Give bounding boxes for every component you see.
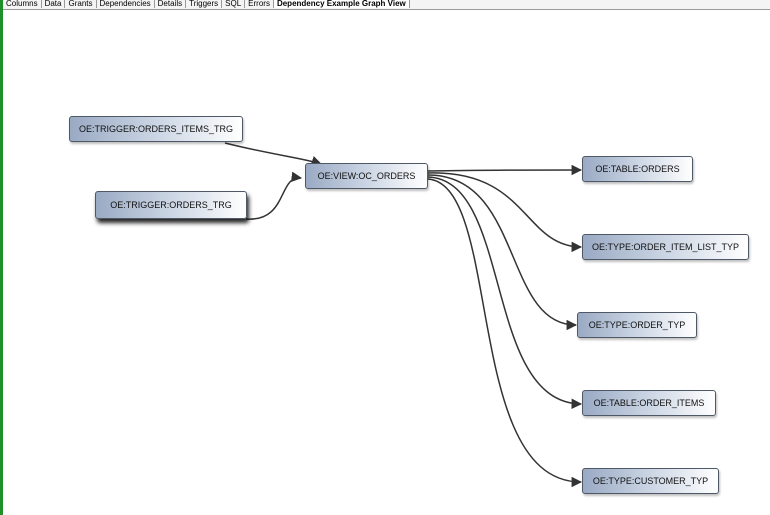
edge-view-to-customer-typ xyxy=(427,178,583,488)
edge-view-to-order-item-list-typ xyxy=(427,172,583,253)
graph-edges xyxy=(224,142,583,488)
tab-details[interactable]: Details xyxy=(155,0,187,8)
tab-dependency-graph-view[interactable]: Dependency Example Graph View xyxy=(273,0,410,8)
edge-trigger-items-to-view xyxy=(224,142,322,166)
tab-errors[interactable]: Errors xyxy=(245,0,274,8)
node-type-order[interactable]: OE:TYPE:ORDER_TYP xyxy=(577,312,697,338)
edge-view-to-order-items xyxy=(427,176,583,410)
edge-view-to-table-orders xyxy=(427,164,583,176)
tab-columns[interactable]: Columns xyxy=(3,0,42,8)
left-border xyxy=(0,0,3,515)
node-trigger-orders[interactable]: OE:TRIGGER:ORDERS_TRG xyxy=(95,191,247,219)
node-trigger-orders-items[interactable]: OE:TRIGGER:ORDERS_ITEMS_TRG xyxy=(69,116,243,142)
tab-triggers[interactable]: Triggers xyxy=(186,0,223,8)
edge-trigger-orders-to-view xyxy=(245,171,303,220)
node-type-order-item-list[interactable]: OE:TYPE:ORDER_ITEM_LIST_TYP xyxy=(582,234,749,260)
tab-dependencies[interactable]: Dependencies xyxy=(97,0,155,8)
graph-canvas: OE:TRIGGER:ORDERS_ITEMS_TRG OE:TRIGGER:O… xyxy=(3,10,770,515)
node-table-order-items[interactable]: OE:TABLE:ORDER_ITEMS xyxy=(582,390,716,416)
edge-view-to-order-typ xyxy=(427,174,578,331)
node-type-customer[interactable]: OE:TYPE:CUSTOMER_TYP xyxy=(582,468,719,494)
tab-grants[interactable]: Grants xyxy=(65,0,97,8)
tab-data[interactable]: Data xyxy=(42,0,66,8)
node-view-oc-orders[interactable]: OE:VIEW:OC_ORDERS xyxy=(305,163,428,189)
tab-bar: Columns Data Grants Dependencies Details… xyxy=(3,0,770,10)
tab-sql[interactable]: SQL xyxy=(222,0,246,8)
node-table-orders[interactable]: OE:TABLE:ORDERS xyxy=(582,156,693,182)
